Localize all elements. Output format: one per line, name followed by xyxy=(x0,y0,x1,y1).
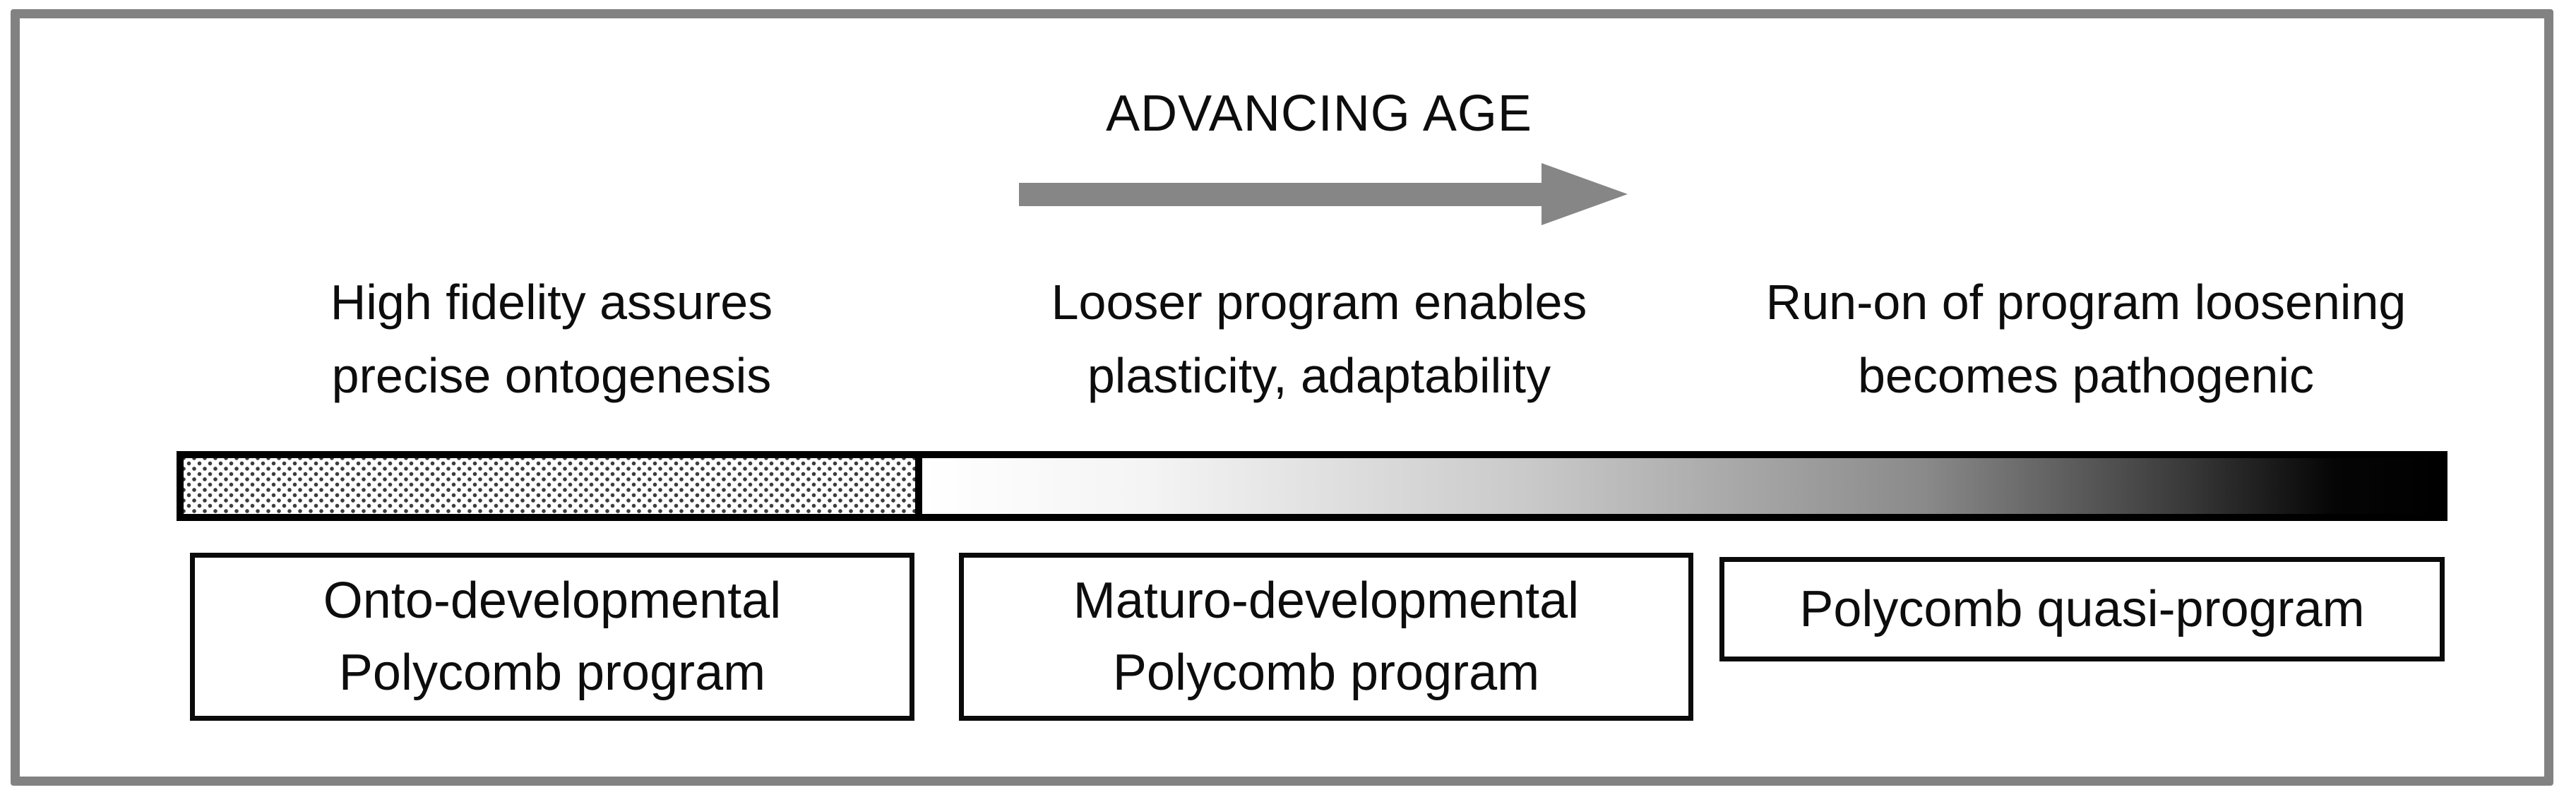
right-arrow-shaft xyxy=(1019,183,1543,206)
caption-high-fidelity: High fidelity assures precise ontogenesi… xyxy=(330,265,773,412)
right-arrow-icon xyxy=(1542,163,1628,225)
box-onto-developmental: Onto-developmental Polycomb program xyxy=(190,553,914,721)
box-label-line: Polycomb program xyxy=(338,645,766,701)
advancing-age-title: ADVANCING AGE xyxy=(1106,85,1532,142)
box-label-line: Polycomb quasi-program xyxy=(1799,581,2365,637)
caption-line: Run-on of program loosening xyxy=(1765,275,2407,330)
figure-frame: ADVANCING AGE High fidelity assures prec… xyxy=(11,9,2553,786)
white-to-black-gradient-segment xyxy=(922,458,2440,514)
caption-line: precise ontogenesis xyxy=(331,348,772,403)
stippled-texture-segment xyxy=(184,458,915,514)
caption-line: becomes pathogenic xyxy=(1858,348,2314,403)
bar-segment-divider xyxy=(915,458,922,514)
age-program-bar xyxy=(177,451,2447,521)
box-label-line: Onto-developmental xyxy=(323,573,782,629)
box-polycomb-quasi-program: Polycomb quasi-program xyxy=(1719,557,2445,661)
caption-line: High fidelity assures xyxy=(330,275,773,330)
caption-line: Looser program enables xyxy=(1051,275,1587,330)
box-label-line: Polycomb program xyxy=(1112,645,1540,701)
caption-looser-program: Looser program enables plasticity, adapt… xyxy=(1051,265,1587,412)
caption-run-on: Run-on of program loosening becomes path… xyxy=(1766,265,2407,412)
caption-line: plasticity, adaptability xyxy=(1087,348,1551,403)
box-maturo-developmental: Maturo-developmental Polycomb program xyxy=(959,553,1693,721)
box-label-line: Maturo-developmental xyxy=(1073,573,1580,629)
